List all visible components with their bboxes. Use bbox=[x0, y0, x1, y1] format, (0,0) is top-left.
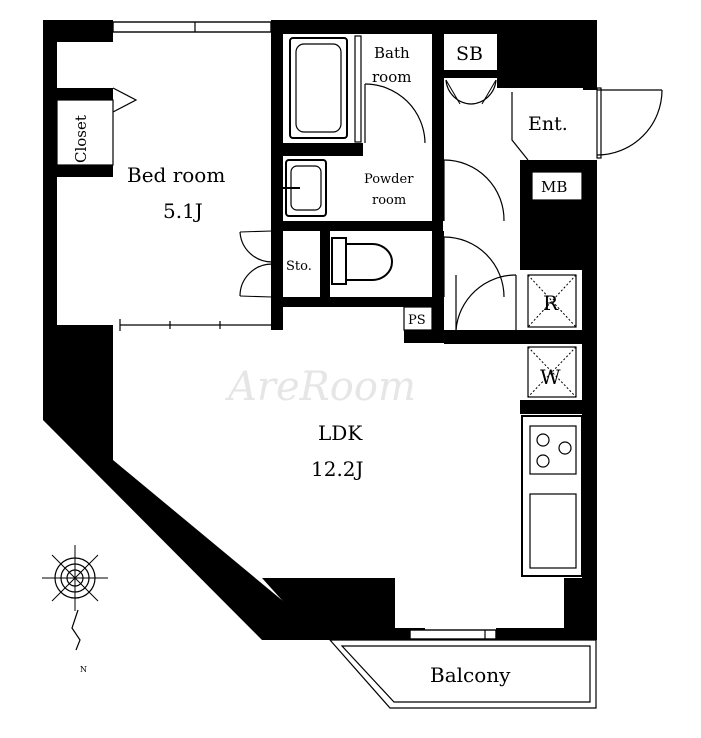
ps-box bbox=[403, 306, 433, 331]
ps-label: PS bbox=[408, 313, 426, 328]
closet-door[interactable] bbox=[112, 87, 138, 113]
powder-room-label-line2: room bbox=[372, 193, 406, 208]
bath-room-label-line1: Bath bbox=[374, 44, 410, 62]
powder-door[interactable] bbox=[443, 159, 505, 222]
bedroom-sliding-door[interactable] bbox=[119, 319, 271, 331]
wash-basin bbox=[282, 159, 327, 217]
interior-walls bbox=[57, 20, 584, 414]
toilet bbox=[331, 237, 393, 285]
balcony-label: Balcony bbox=[430, 663, 511, 687]
bathtub bbox=[289, 37, 348, 139]
ldk-name: LDK bbox=[318, 421, 363, 445]
ldk-door[interactable] bbox=[455, 274, 517, 331]
bath-door[interactable] bbox=[364, 83, 426, 144]
bath-partition bbox=[354, 35, 362, 143]
closet-label: Closet bbox=[72, 115, 90, 163]
closet-box bbox=[56, 99, 114, 166]
compass-north-label: N bbox=[80, 665, 87, 674]
mb-box bbox=[531, 171, 583, 201]
entrance-label: Ent. bbox=[528, 113, 568, 135]
sb-label: SB bbox=[456, 43, 483, 65]
toilet-door[interactable] bbox=[443, 236, 505, 298]
washer-label: W bbox=[540, 365, 561, 389]
entrance-door[interactable] bbox=[596, 87, 663, 159]
refrigerator-label: R bbox=[543, 291, 559, 315]
watermark: AreRoom bbox=[224, 364, 416, 410]
bedroom-name: Bed room bbox=[127, 163, 225, 187]
refrigerator-space bbox=[527, 274, 577, 328]
sb-doors[interactable] bbox=[445, 79, 497, 105]
mb-label: MB bbox=[541, 178, 567, 196]
bedroom-size: 5.1J bbox=[163, 199, 203, 223]
svg-text:AreRoom: AreRoom bbox=[224, 364, 416, 410]
windows bbox=[112, 21, 497, 640]
balcony bbox=[328, 639, 597, 709]
powder-room-label-line1: Powder bbox=[364, 172, 414, 187]
kitchen-counter bbox=[521, 415, 583, 577]
washer-space bbox=[527, 346, 577, 398]
ldk-size: 12.2J bbox=[311, 457, 364, 481]
entrance-step bbox=[511, 92, 529, 161]
bath-room-label-line2: room bbox=[372, 68, 411, 86]
storage-label: Sto. bbox=[286, 259, 312, 274]
compass-rose-icon bbox=[42, 545, 108, 651]
storage-doors[interactable] bbox=[239, 230, 273, 298]
